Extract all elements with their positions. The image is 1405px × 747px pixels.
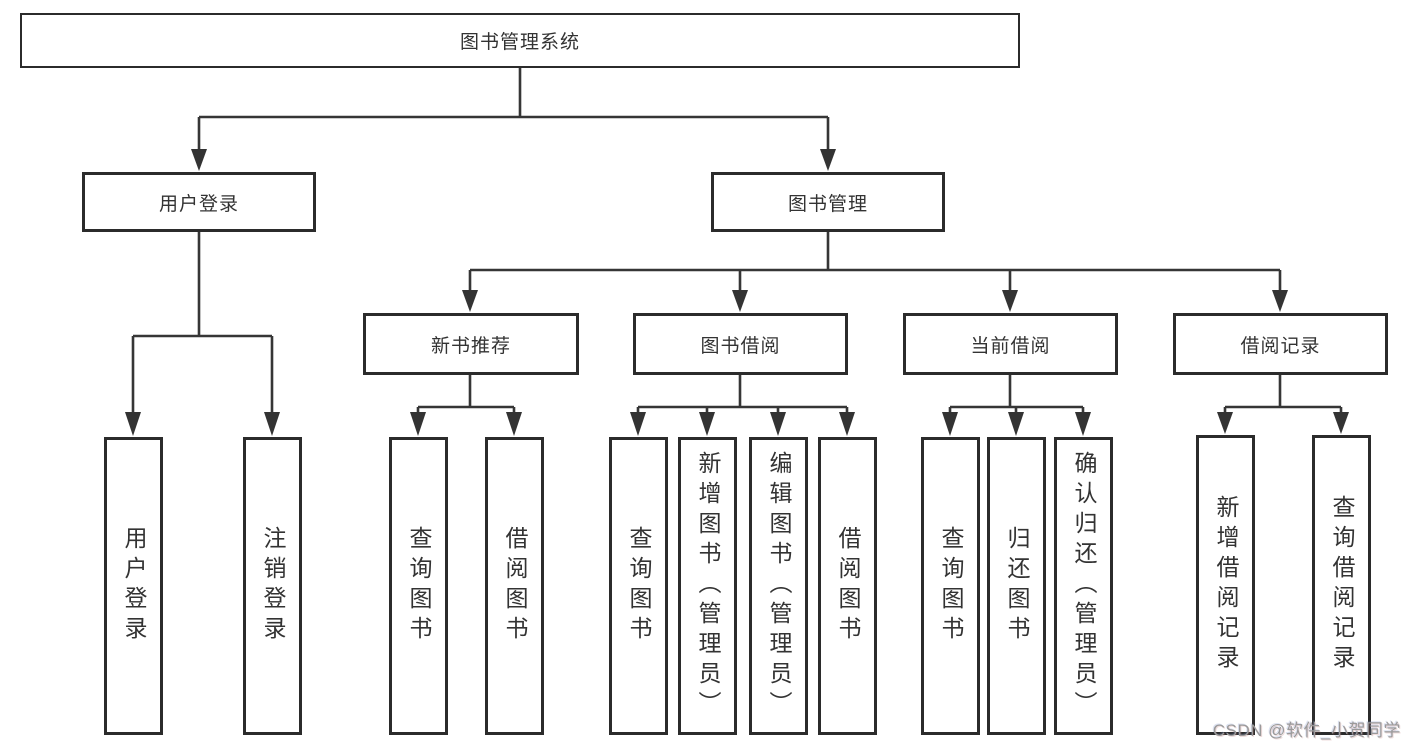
node-book-borrow: 图书借阅 — [633, 313, 848, 375]
leaf-label: 用户登录 — [121, 526, 147, 646]
csdn-watermark: CSDN @软件_小贺同学 — [1212, 721, 1401, 740]
node-label: 图书管理 — [787, 193, 868, 215]
arrowhead-icons — [125, 149, 1349, 436]
node-label: 图书管理系统 — [459, 32, 580, 53]
node-borrow-records: 借阅记录 — [1173, 313, 1388, 375]
node-label: 新书推荐 — [430, 335, 511, 357]
node-new-book-recommend: 新书推荐 — [363, 313, 579, 375]
leaf-cb-return-books: 归还图书 — [987, 437, 1046, 735]
connector-book-borrow-split — [636, 375, 849, 416]
leaf-nbr-query-books: 查询图书 — [389, 437, 448, 735]
node-label: 当前借阅 — [970, 335, 1051, 357]
leaf-label: 查询借阅记录 — [1329, 495, 1355, 675]
node-label: 用户登录 — [158, 193, 239, 215]
leaf-logout: 注销登录 — [243, 437, 302, 735]
leaf-cb-confirm-return-admin: 确认归还（管理员） — [1054, 437, 1113, 735]
leaf-bb-query-books: 查询图书 — [609, 437, 668, 735]
node-root-library-system: 图书管理系统 — [20, 13, 1020, 68]
leaf-label: 新增借阅记录 — [1213, 495, 1239, 675]
connector-root-to-level1 — [197, 68, 830, 151]
node-label: 借阅记录 — [1240, 335, 1321, 357]
leaf-bb-borrow-books: 借阅图书 — [818, 437, 877, 735]
connector-borrow-records-split — [1223, 375, 1343, 416]
leaf-label: 编辑图书（管理员） — [766, 451, 792, 721]
leaf-br-add-record: 新增借阅记录 — [1196, 435, 1255, 735]
leaf-label: 借阅图书 — [502, 526, 528, 646]
leaf-bb-edit-book-admin: 编辑图书（管理员） — [749, 437, 808, 735]
leaf-label: 查询图书 — [626, 526, 652, 646]
leaf-label: 查询图书 — [938, 526, 964, 646]
leaf-label: 注销登录 — [260, 526, 286, 646]
leaf-label: 查询图书 — [406, 526, 432, 646]
connector-book-management-branch — [468, 232, 1282, 292]
node-label: 图书借阅 — [700, 335, 781, 357]
leaf-label: 新增图书（管理员） — [695, 451, 721, 721]
leaf-br-query-record: 查询借阅记录 — [1312, 435, 1371, 735]
connector-current-borrow-split — [948, 375, 1085, 416]
leaf-nbr-borrow-books: 借阅图书 — [485, 437, 544, 735]
node-current-borrow: 当前借阅 — [903, 313, 1118, 375]
leaf-bb-add-book-admin: 新增图书（管理员） — [678, 437, 737, 735]
leaf-label: 确认归还（管理员） — [1071, 451, 1097, 721]
connector-new-book-split — [416, 375, 516, 416]
leaf-label: 归还图书 — [1004, 526, 1030, 646]
leaf-cb-query-books: 查询图书 — [921, 437, 980, 735]
connector-user-login-branch — [131, 232, 274, 416]
leaf-user-login: 用户登录 — [104, 437, 163, 735]
leaf-label: 借阅图书 — [835, 526, 861, 646]
node-user-login-branch: 用户登录 — [82, 172, 316, 232]
node-book-management: 图书管理 — [711, 172, 945, 232]
